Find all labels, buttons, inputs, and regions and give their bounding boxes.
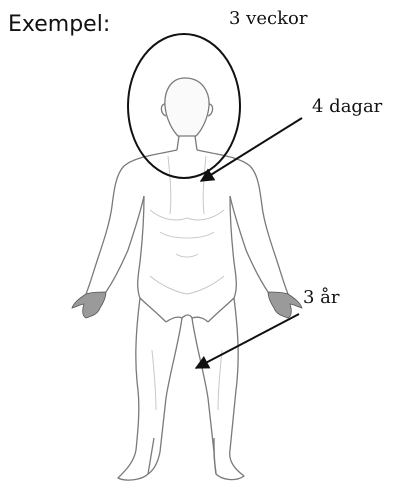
- head-duration-label: 3 veckor: [229, 8, 307, 29]
- figure-shading: [150, 156, 224, 410]
- figure-hands: [72, 292, 302, 318]
- leg-arrow: [196, 314, 299, 368]
- figure-outline: [86, 150, 288, 480]
- leg-duration-label: 3 år: [303, 287, 340, 308]
- example-heading: Exempel:: [8, 12, 110, 37]
- chest-arrow: [201, 118, 302, 181]
- figure-head: [161, 78, 212, 150]
- chest-duration-label: 4 dagar: [312, 96, 382, 117]
